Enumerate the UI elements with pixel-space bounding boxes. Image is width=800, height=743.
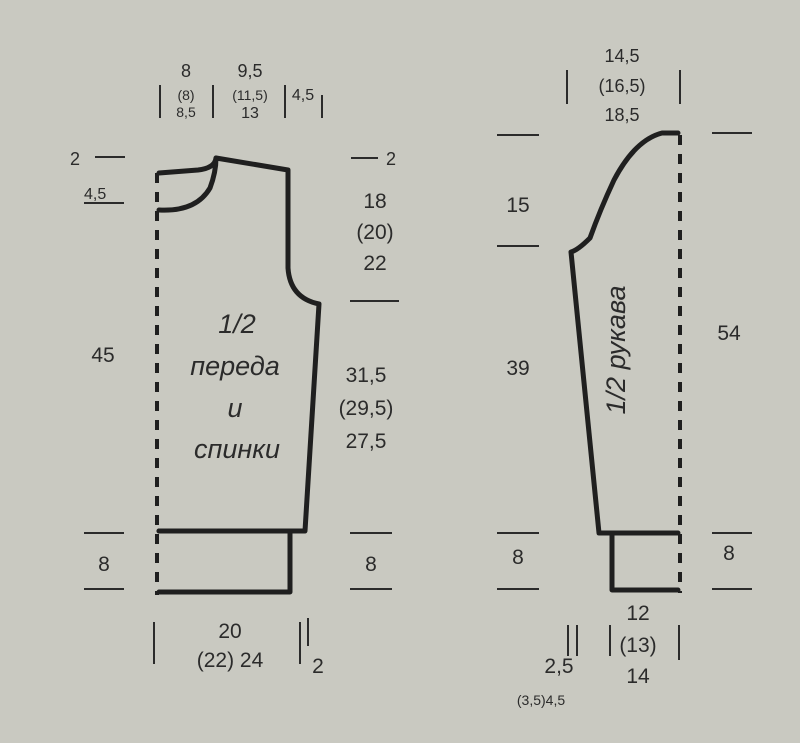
front-back-outline	[156, 155, 322, 534]
shoulder-drop: 2	[386, 149, 396, 169]
cuff-height-right: 8	[723, 542, 735, 565]
neckline-curve	[156, 155, 219, 213]
piece-title-line2: переда	[190, 351, 280, 381]
front-back-piece: 1/2 переда и спинки 8 (8) 8,5 9,5 (11,5)…	[70, 61, 399, 678]
bottom-width-b: (22) 24	[197, 649, 264, 672]
sleeve-bottom-b: (13)	[619, 634, 656, 657]
sleeve-length: 39	[506, 357, 529, 380]
piece-title-line3: и	[227, 393, 242, 423]
neck-width-a: 9,5	[237, 61, 262, 81]
sleeve-cuff	[609, 530, 681, 593]
bottom-width-a: 20	[218, 620, 241, 643]
sleeve-bottom-a: 12	[626, 602, 649, 625]
cuff-height-left: 8	[512, 546, 524, 569]
neck-width-c: 13	[241, 105, 259, 122]
shoulder-width-a: 8	[181, 61, 191, 81]
shoulder-width-b: (8)	[177, 87, 194, 103]
neck-depth-lower: 4,5	[84, 186, 106, 203]
top-side-width: 4,5	[292, 87, 314, 104]
sleeve-top-a: 14,5	[604, 46, 639, 66]
rib-height-right: 8	[365, 553, 377, 576]
armhole-depth-b: (20)	[356, 221, 393, 244]
sleeve-piece: 1/2 рукава 14,5 (16,5) 18,5 15 39 8 54 8…	[497, 46, 752, 708]
sleeve-title: 1/2 рукава	[601, 286, 631, 415]
sleeve-side-b: (3,5)4,5	[517, 692, 565, 708]
sleeve-side-a: 2,5	[544, 655, 573, 678]
neck-width-b: (11,5)	[232, 87, 268, 103]
body-height-b: (29,5)	[339, 397, 394, 420]
body-height-a: 31,5	[346, 364, 387, 387]
shoulder-width-c: 8,5	[176, 104, 196, 120]
sleeve-total-height: 54	[717, 322, 741, 345]
neck-depth-upper: 2	[70, 149, 80, 169]
armhole-depth-c: 22	[363, 252, 386, 275]
rib-height-left: 8	[98, 553, 110, 576]
bottom-side-width: 2	[312, 655, 324, 678]
sleeve-top-b: (16,5)	[598, 76, 645, 96]
piece-title-line1: 1/2	[218, 309, 256, 339]
body-height-c: 27,5	[346, 430, 387, 453]
armhole-depth-a: 18	[363, 190, 386, 213]
piece-title-line4: спинки	[194, 434, 280, 464]
sleeve-cap-height: 15	[506, 194, 529, 217]
sleeve-bottom-c: 14	[626, 665, 650, 688]
sleeve-outline	[568, 130, 681, 536]
sleeve-top-c: 18,5	[604, 105, 639, 125]
front-total-height: 45	[91, 344, 114, 367]
waist-rib-band	[156, 528, 293, 595]
